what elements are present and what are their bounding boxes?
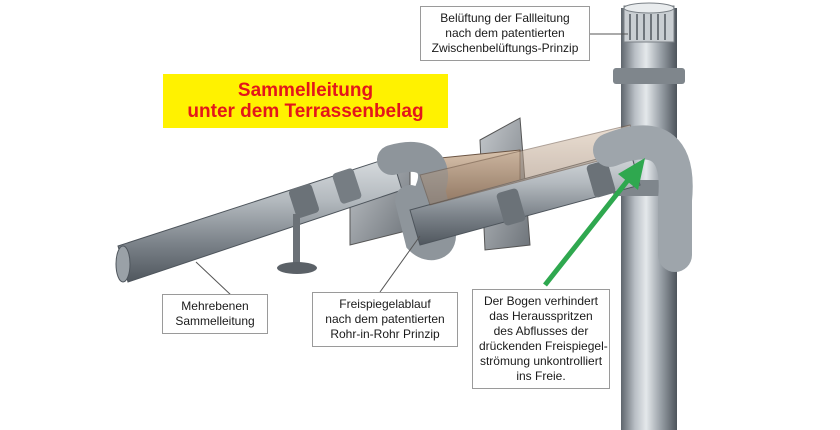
vent-cap: [623, 2, 675, 43]
title-line-2: unter dem Terrassenbelag: [187, 101, 424, 122]
title-banner: Sammelleitung unter dem Terrassenbelag: [163, 74, 448, 128]
bend-assembly: [377, 124, 693, 272]
leader-lines: [195, 33, 628, 297]
label-drain: Freispiegelablauf nach dem patentierten …: [312, 292, 458, 347]
green-arrow: [543, 158, 645, 287]
support-stand: [277, 214, 317, 274]
title-line-1: Sammelleitung: [237, 80, 374, 101]
label-collector: Mehrebenen Sammelleitung: [162, 294, 268, 334]
label-ventilation: Belüftung der Fallleitung nach dem paten…: [420, 6, 590, 61]
label-bend: Der Bogen verhindert das Heraus­spritzen…: [472, 289, 610, 389]
